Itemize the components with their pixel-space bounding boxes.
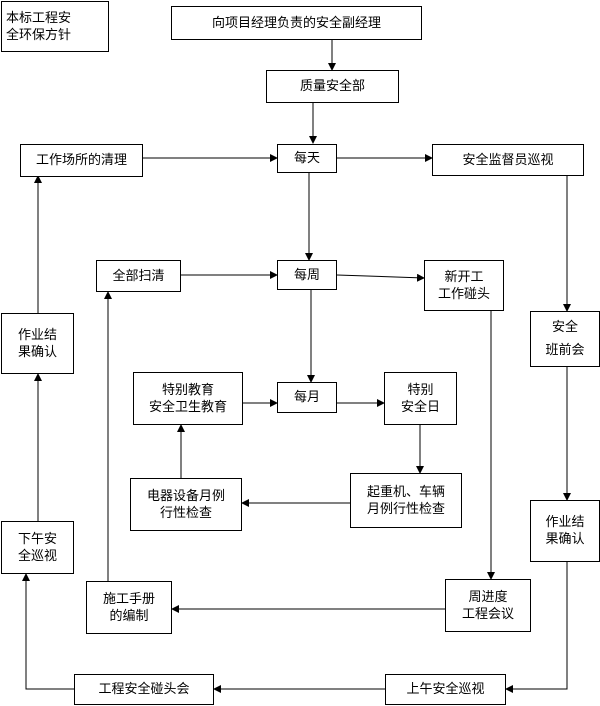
node-daily: 每天 [277,144,337,173]
node-crane-vehicle-monthly-check: 起重机、车辆 月例行性检查 [350,473,462,528]
node-special-education: 特别教育 安全卫生教育 [133,372,243,425]
node-pre-shift-meeting: 安全 班前会 [530,311,600,367]
node-weekly: 每周 [277,260,337,290]
node-special-safety-day: 特别 安全日 [384,372,457,425]
node-monthly: 每月 [277,382,337,413]
node-weekly-progress-meeting: 周进度 工程会议 [445,579,531,632]
arrow-weekly-to-briefing [336,273,425,282]
node-work-result-confirm-left: 作业结 果确认 [1,313,74,374]
node-construction-manual: 施工手册 的编制 [86,581,172,634]
node-project-safety-meeting: 工程安全碰头会 [74,674,214,705]
node-quality-safety-dept: 质量安全部 [266,70,399,103]
arrow-meeting-to-afternoon [22,573,74,690]
node-afternoon-patrol: 下午安 全巡视 [1,521,74,574]
arrow-confirm-to-morning [505,562,568,693]
node-workplace-cleaning: 工作场所的清理 [20,144,143,177]
node-new-work-briefing: 新开工 工作碰头 [424,260,504,311]
node-work-result-confirm-right: 作业结 果确认 [530,500,600,562]
node-full-cleaning: 全部扫清 [96,260,181,292]
node-safety-inspector-patrol: 安全监督员巡视 [432,144,584,176]
node-deputy-manager: 向项目经理负责的安全副经理 [171,6,422,40]
node-electrical-monthly-check: 电器设备月例 行性检查 [130,478,242,531]
node-policy: 本标工程安 全环保方针 [1,1,109,52]
node-morning-patrol: 上午安全巡视 [385,674,506,705]
